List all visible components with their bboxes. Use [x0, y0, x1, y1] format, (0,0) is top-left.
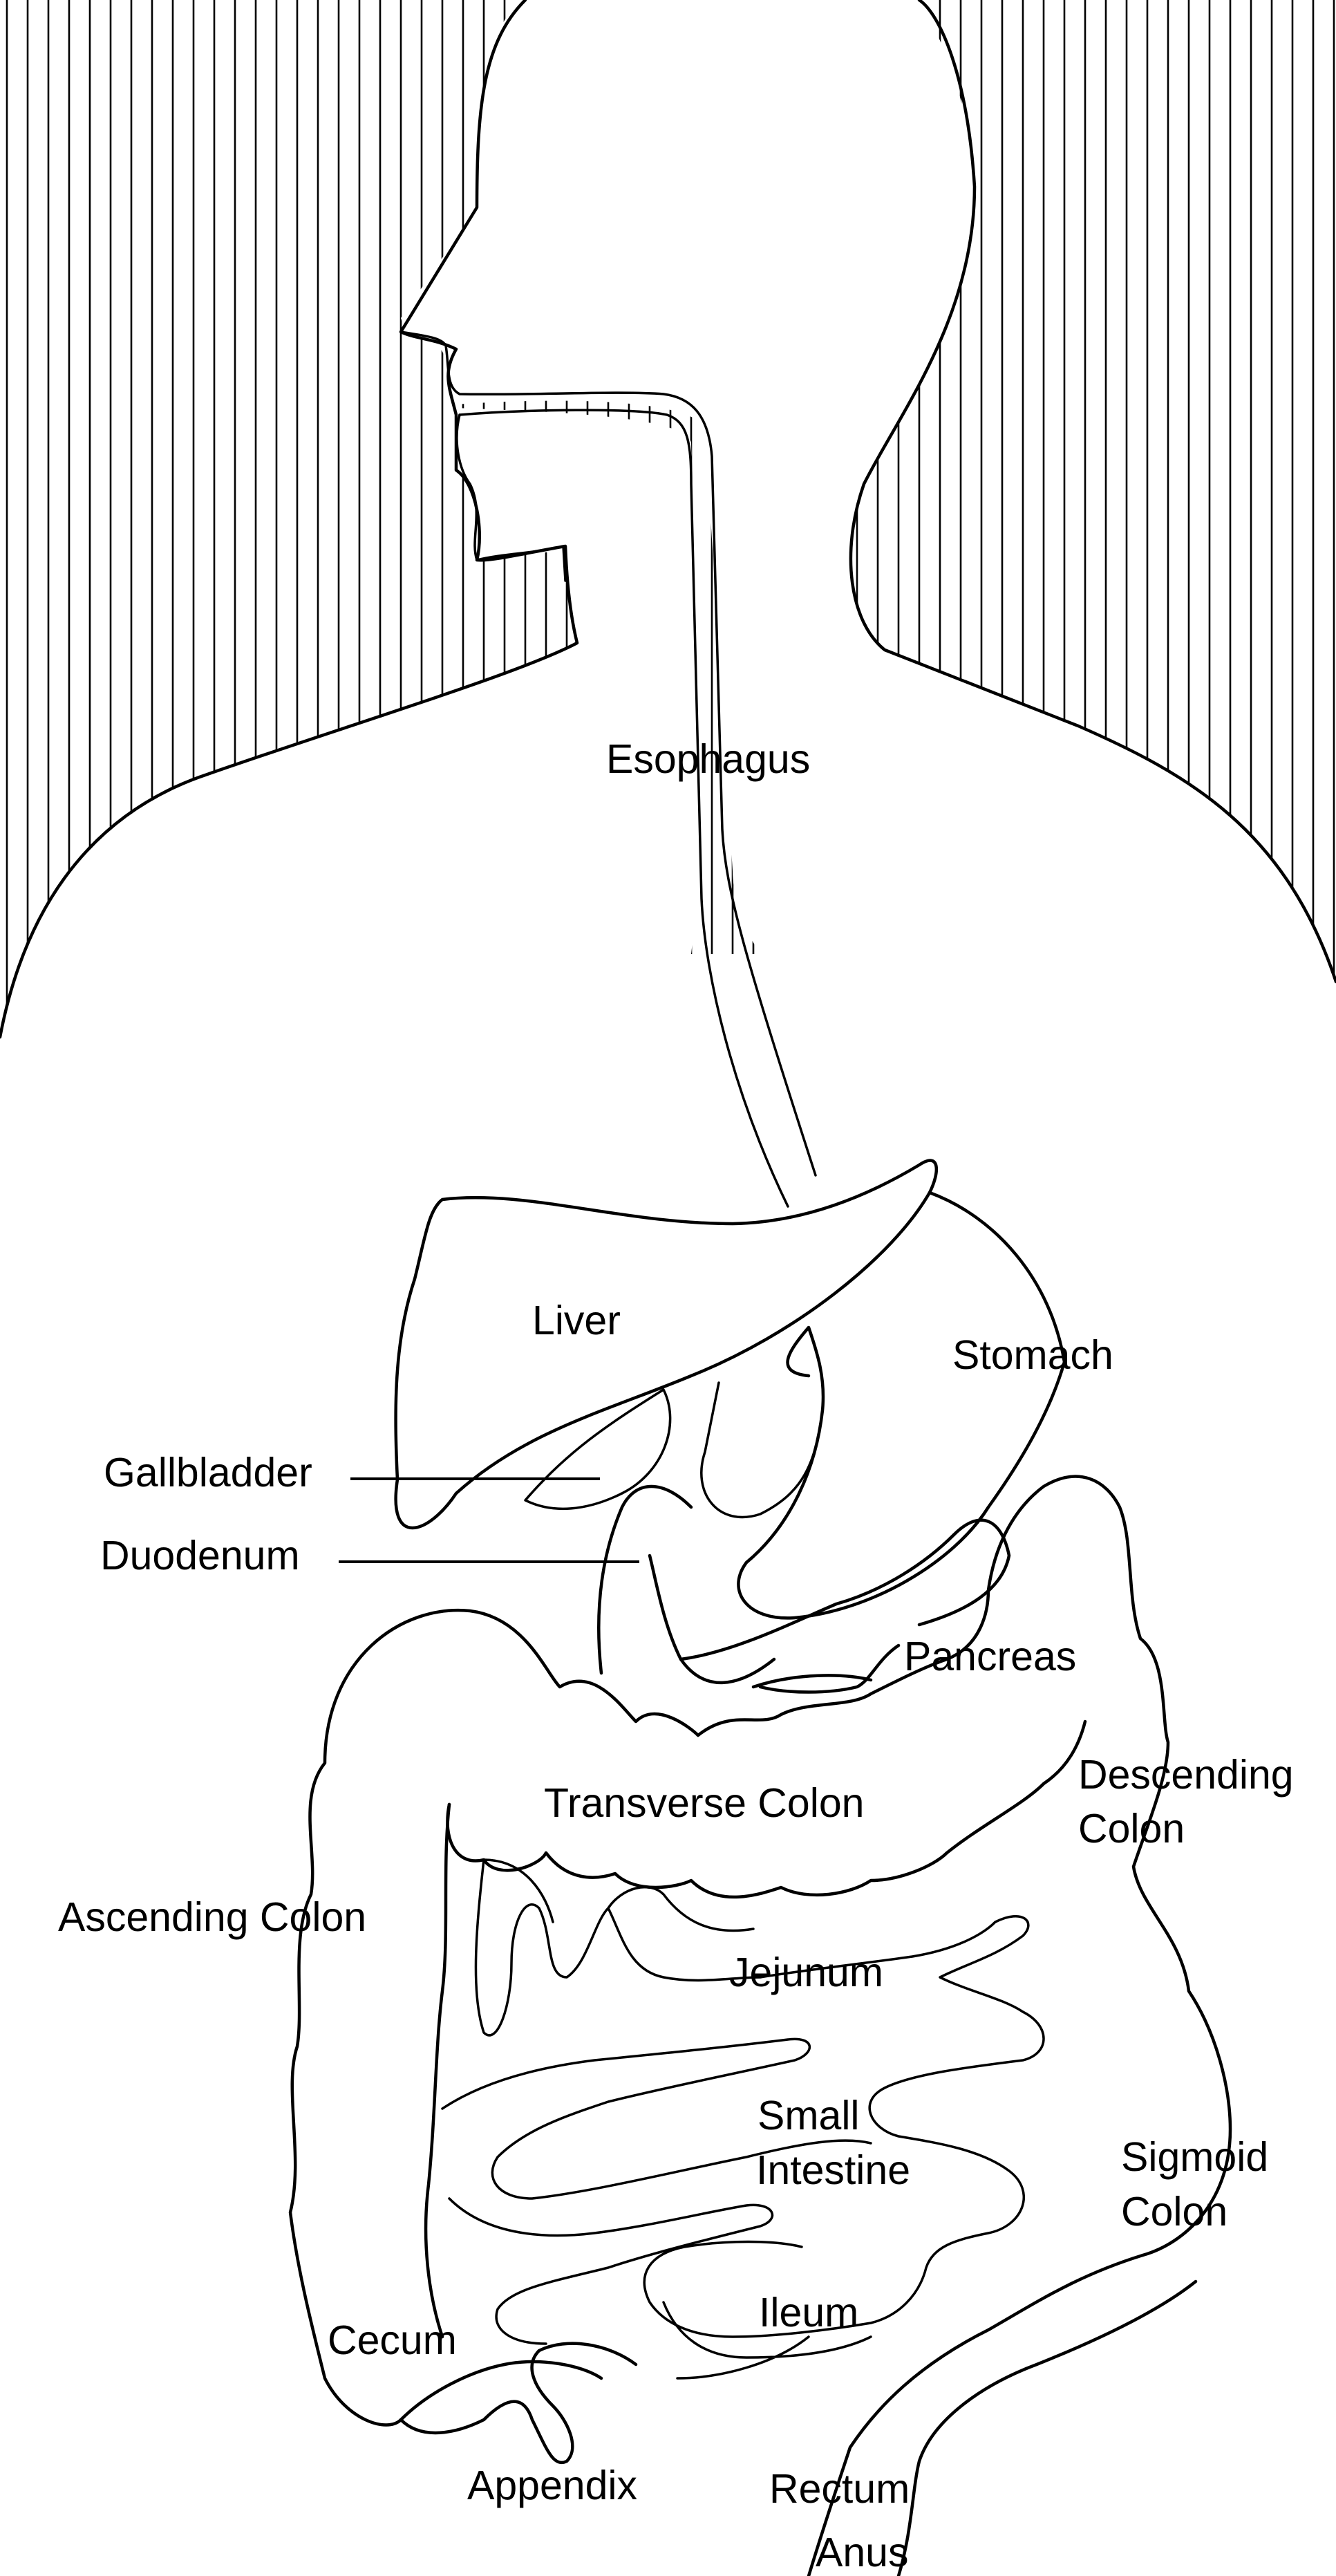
label-stomach: Stomach — [952, 1332, 1113, 1378]
tongue-outline — [458, 409, 789, 1208]
stomach-inner-outline — [700, 1381, 824, 1519]
label-anus: Anus — [816, 2530, 908, 2575]
body-outline — [0, 0, 1336, 1039]
label-appendix: Appendix — [467, 2463, 637, 2508]
colon-outline — [288, 1475, 1232, 2576]
label-descending-colon-line1: Descending — [1078, 1752, 1294, 1798]
label-ascending-colon: Ascending Colon — [58, 1894, 366, 1940]
background-hatching — [6, 0, 1335, 1037]
transverse-colon-lower-edge — [446, 1719, 1087, 1899]
ascending-colon-inner-edge — [424, 1802, 451, 2339]
label-ileum: Ileum — [759, 2290, 858, 2335]
label-esophagus: Esophagus — [606, 736, 810, 782]
gallbladder-outline — [524, 1388, 672, 1511]
label-small-intestine-line2: Intestine — [756, 2147, 910, 2193]
label-gallbladder: Gallbladder — [104, 1450, 312, 1495]
label-jejunum: Jejunum — [729, 1950, 883, 1995]
cecum-appendix-outline — [399, 2342, 638, 2465]
label-liver: Liver — [532, 1298, 621, 1343]
label-cecum: Cecum — [328, 2317, 457, 2363]
label-sigmoid-colon-line2: Colon — [1121, 2189, 1227, 2234]
stomach-outline — [737, 1191, 1066, 1620]
mouth-outline — [399, 330, 817, 1177]
label-duodenum: Duodenum — [100, 1533, 300, 1578]
chin-outline — [455, 413, 567, 582]
small-intestine-loops — [441, 1858, 1045, 2380]
label-transverse-colon: Transverse Colon — [544, 1780, 864, 1826]
label-small-intestine-line1: Small — [758, 2093, 860, 2138]
label-pancreas: Pancreas — [904, 1634, 1076, 1679]
label-rectum: Rectum — [769, 2466, 910, 2512]
label-descending-colon-line2: Colon — [1078, 1806, 1185, 1851]
pancreas-outline — [679, 1518, 1011, 1694]
label-sigmoid-colon-line1: Sigmoid — [1121, 2134, 1268, 2180]
liver-outline — [394, 1159, 939, 1530]
